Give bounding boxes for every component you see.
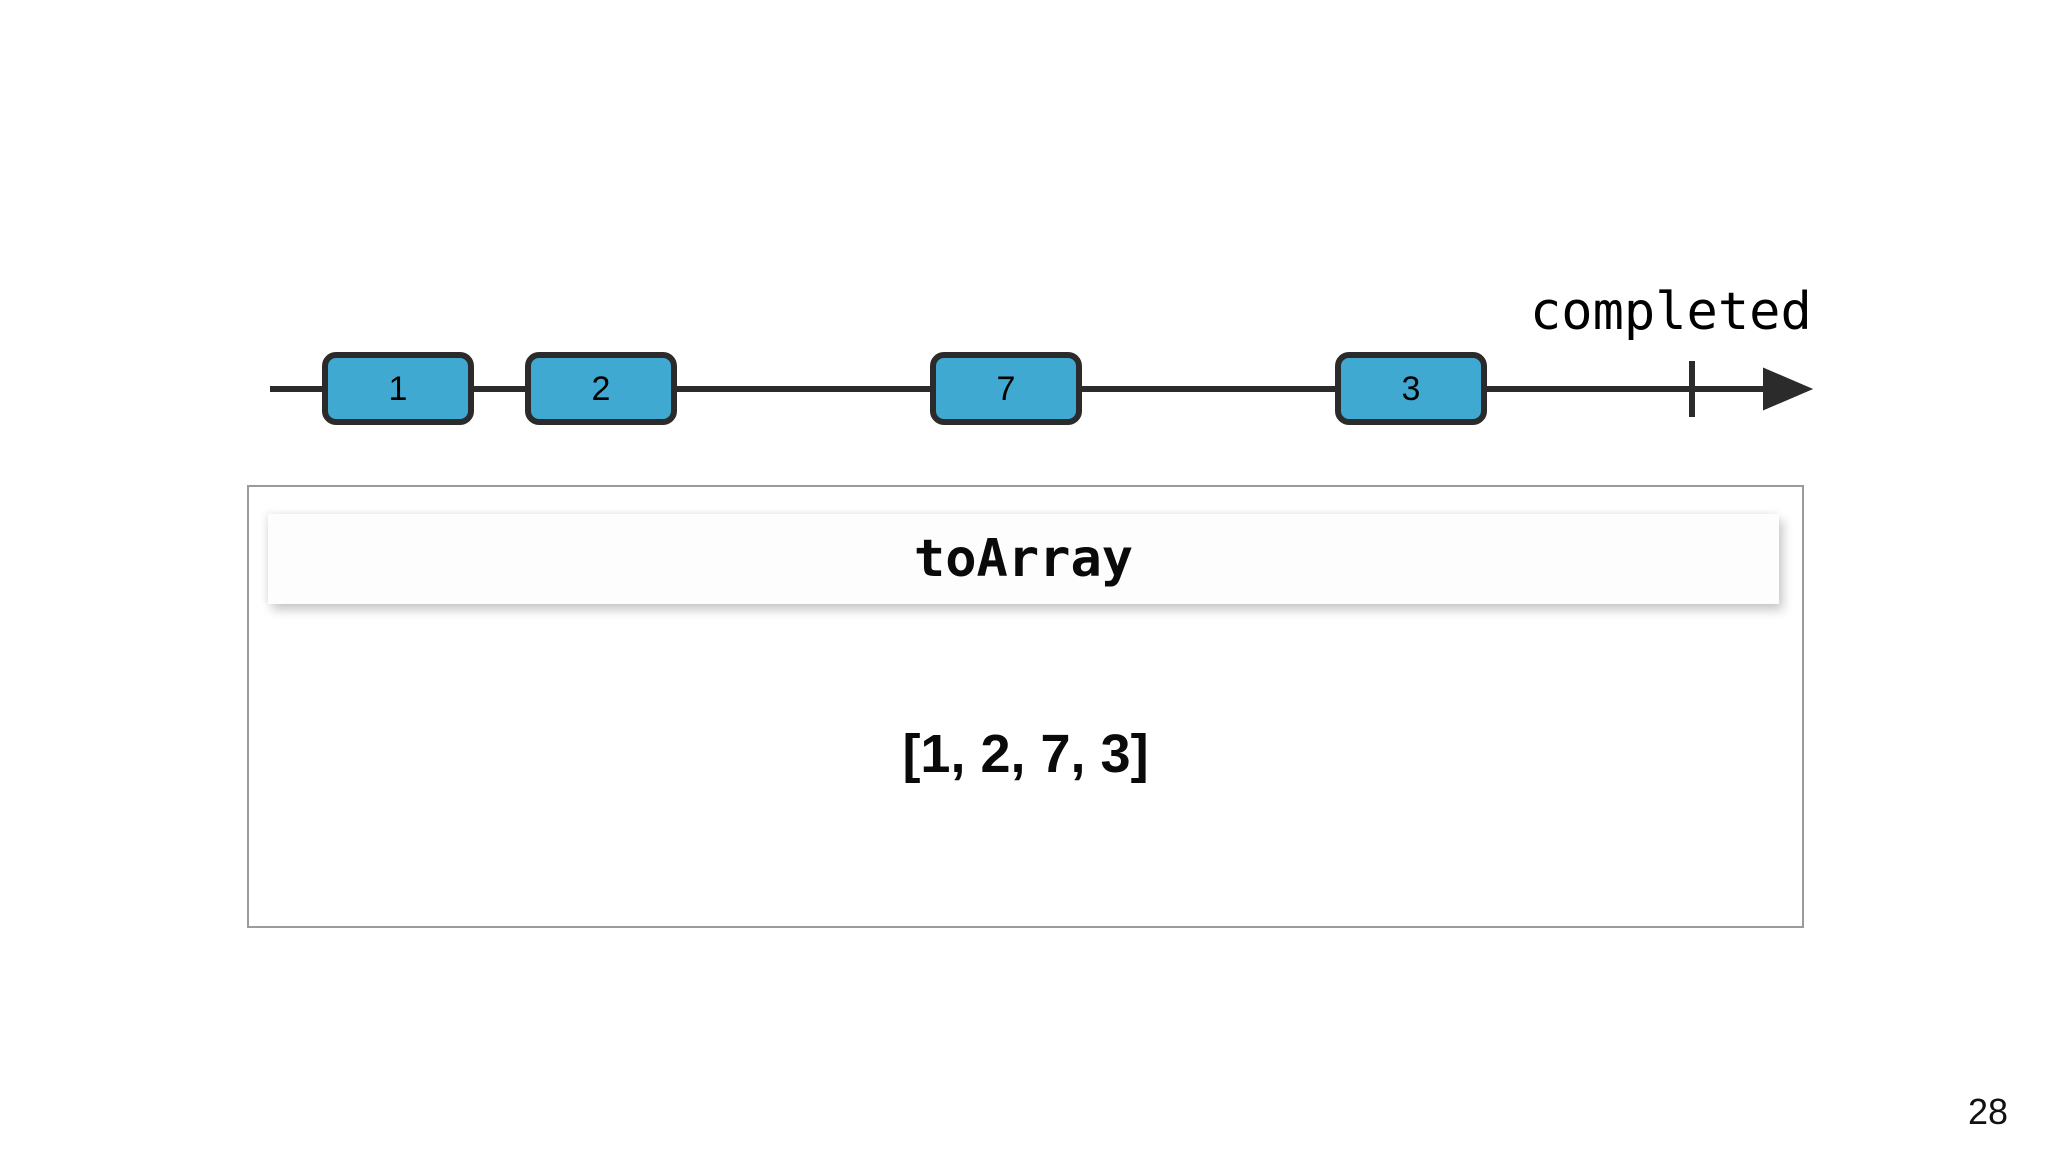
marble-item[interactable]: 7 [930,352,1082,425]
completed-label: completed [1530,282,1812,342]
marble-value: 1 [388,369,408,408]
marble-item[interactable]: 1 [322,352,474,425]
marble-value: 3 [1401,369,1421,408]
operator-name: toArray [913,529,1134,589]
page-number: 28 [1967,1091,2008,1132]
marble-value: 2 [591,369,611,408]
operator-title-panel: toArray [268,514,1779,604]
operator-result-value: [1, 2, 7, 3] [902,724,1149,784]
marble-item[interactable]: 3 [1335,352,1487,425]
marble-item[interactable]: 2 [525,352,677,425]
marble-value: 7 [996,369,1016,408]
marble-diagram: completed 1 2 7 3 [0,0,2048,470]
